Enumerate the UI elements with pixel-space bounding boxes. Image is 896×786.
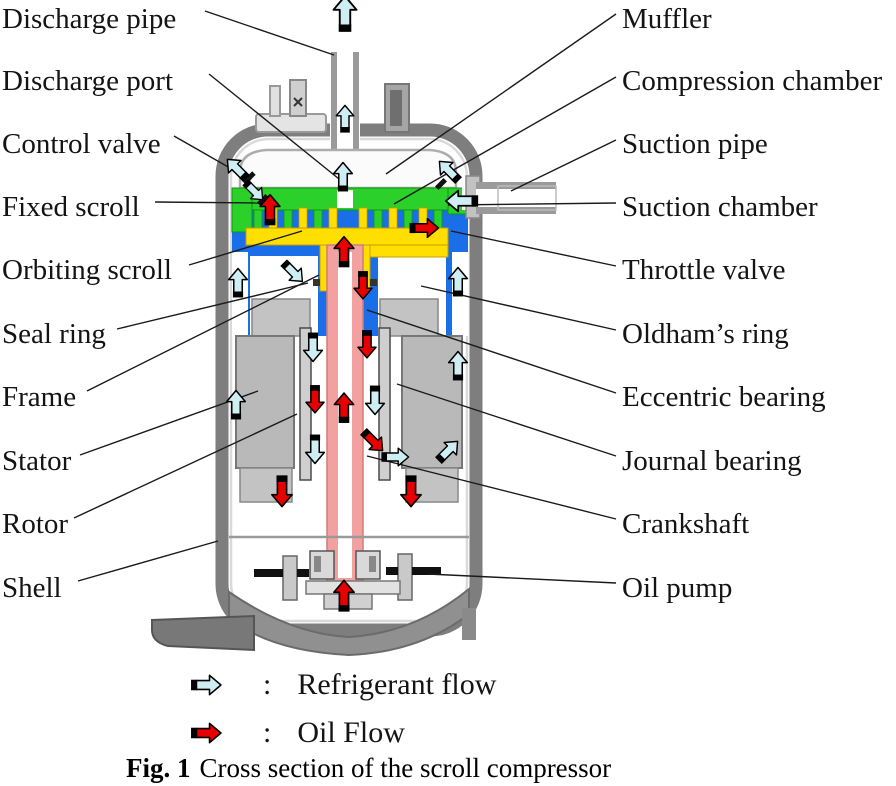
figure-caption: Fig. 1 Cross section of the scroll compre… [126,753,611,784]
legend-label-oil: Oil Flow [297,716,405,749]
legend-label-refrigerant: Refrigerant flow [297,668,497,701]
fixed-scroll [231,187,469,233]
label-orbiting-scroll: Orbiting scroll [2,254,172,286]
label-journal-bearing: Journal bearing [622,445,802,477]
refrigerant-flow-arrow-icon [190,674,222,696]
label-rotor: Rotor [2,508,69,540]
oil-pump [254,550,441,610]
crankshaft [326,244,364,605]
legend-item-refrigerant: : Refrigerant flow [185,668,496,702]
label-crankshaft: Crankshaft [622,508,750,540]
legend-separator: : [263,668,272,701]
label-compression-chamber: Compression chamber [622,65,883,97]
legend-separator: : [263,716,272,749]
figure-caption-number: Fig. 1 [126,753,191,783]
label-oldhams-ring: Oldham’s ring [622,318,789,350]
label-shell: Shell [2,572,62,604]
label-discharge-port: Discharge port [2,65,173,97]
seal-ring [313,279,377,286]
label-fixed-scroll: Fixed scroll [2,191,140,223]
label-control-valve: Control valve [2,128,161,160]
label-oil-pump: Oil pump [622,572,733,604]
legend-item-oil: : Oil Flow [185,716,405,750]
discharge-pipe [330,52,360,152]
top-bracket [384,83,410,133]
electrical-terminal [255,79,327,133]
label-stator: Stator [2,445,72,477]
label-muffler: Muffler [622,3,712,35]
label-throttle-valve: Throttle valve [622,254,786,286]
leader-lines [73,10,617,584]
label-frame: Frame [2,381,77,413]
label-discharge-pipe: Discharge pipe [2,3,177,35]
label-suction-pipe: Suction pipe [622,128,768,160]
label-eccentric-bearing: Eccentric bearing [622,381,826,413]
oil-flow-arrow-icon [190,722,222,744]
discharge-port [337,190,353,208]
label-suction-chamber: Suction chamber [622,191,818,223]
figure-caption-text: Cross section of the scroll compressor [199,753,612,783]
label-seal-ring: Seal ring [2,318,106,350]
